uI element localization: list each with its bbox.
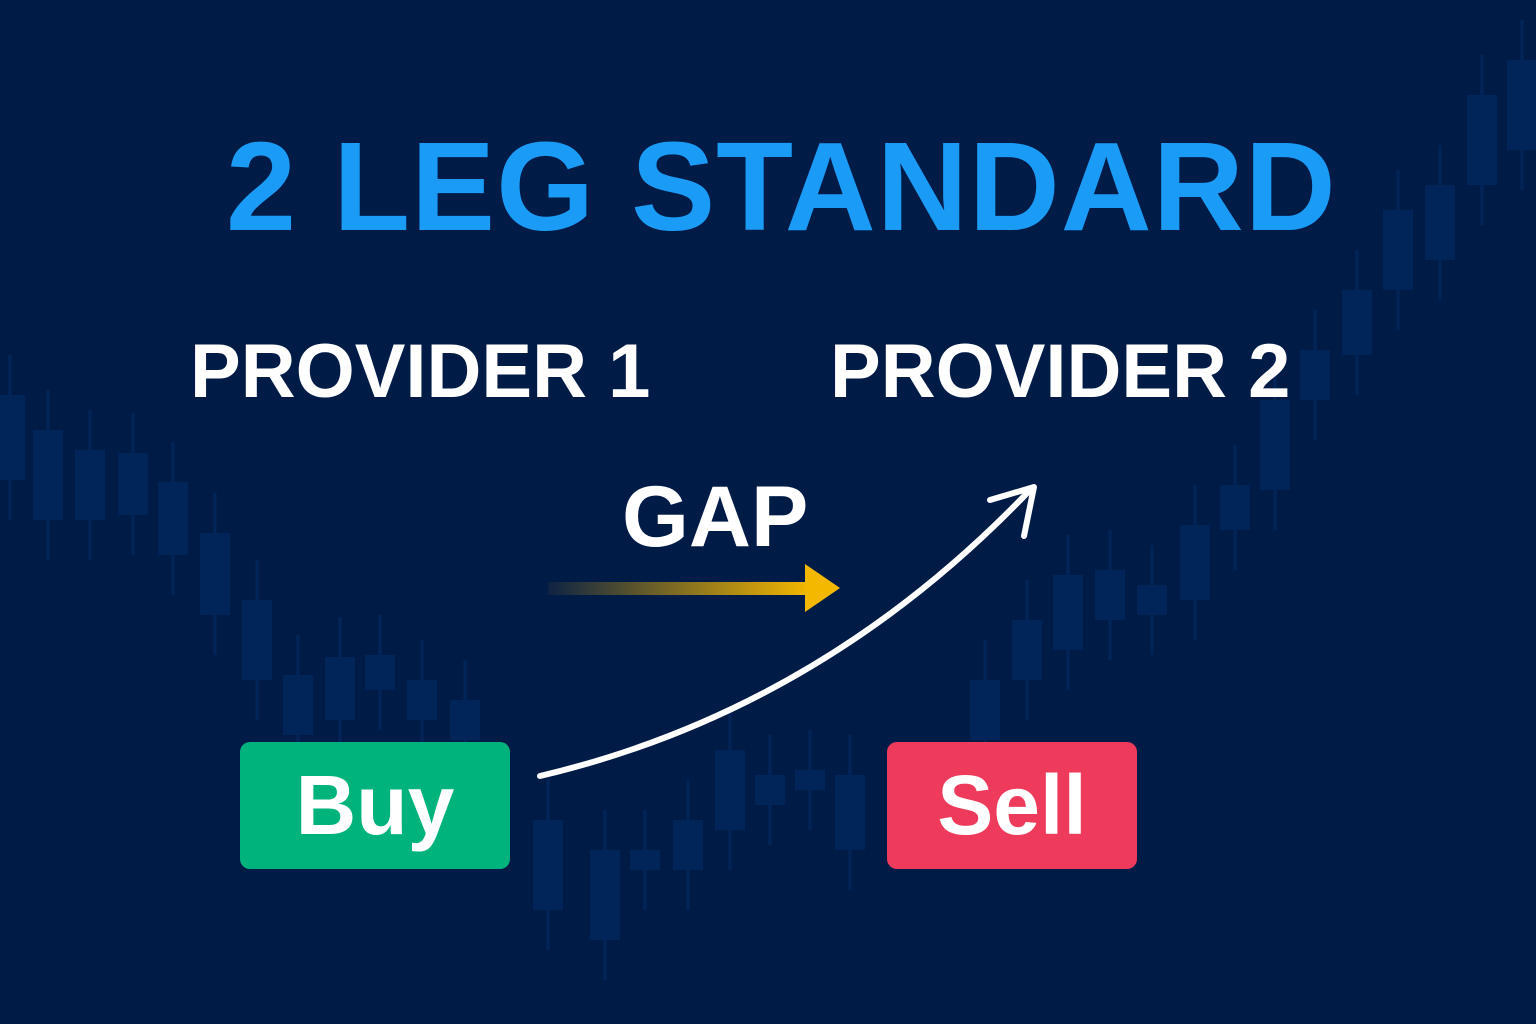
candle-body <box>283 675 313 735</box>
candle-body <box>1507 60 1536 150</box>
candle-body <box>1220 485 1250 530</box>
candle-body <box>1095 570 1125 620</box>
candle-body <box>1137 585 1167 615</box>
gap-arrow-icon <box>548 564 840 612</box>
candle-body <box>450 700 480 740</box>
candle-body <box>242 600 272 680</box>
page-title: 2 LEG STANDARD <box>226 116 1337 257</box>
buy-button[interactable]: Buy <box>240 742 510 869</box>
candle-body <box>1467 95 1497 185</box>
candle-body <box>1383 210 1413 290</box>
candle-body <box>75 450 105 520</box>
provider-2-label: PROVIDER 2 <box>830 329 1291 414</box>
candle-body <box>1342 290 1372 355</box>
candle-body <box>118 453 148 515</box>
sell-button[interactable]: Sell <box>887 742 1137 869</box>
candle-body <box>325 657 355 720</box>
candle-body <box>407 680 437 720</box>
gap-label: GAP <box>622 469 809 565</box>
candle-body <box>755 775 785 805</box>
candle-body <box>33 430 63 520</box>
candle-body <box>835 775 865 850</box>
candle-body <box>590 850 620 940</box>
candle-body <box>1425 185 1455 260</box>
candle-body <box>630 850 660 870</box>
provider-1-label: PROVIDER 1 <box>190 329 651 414</box>
candle-body <box>1260 400 1290 490</box>
candle-body <box>158 482 188 555</box>
candle-body <box>1012 620 1042 680</box>
candle-body <box>365 655 395 690</box>
candle-body <box>1180 525 1210 600</box>
candle-body <box>200 533 230 615</box>
candle-body <box>970 680 1000 740</box>
candle-body <box>795 770 825 790</box>
candle-body <box>533 820 563 910</box>
candle-body <box>0 395 25 480</box>
candle-body <box>673 820 703 870</box>
candle-body <box>1300 350 1330 400</box>
curved-arrow-icon <box>537 484 1037 779</box>
candle-body <box>1053 575 1083 650</box>
candle-body <box>715 750 745 830</box>
